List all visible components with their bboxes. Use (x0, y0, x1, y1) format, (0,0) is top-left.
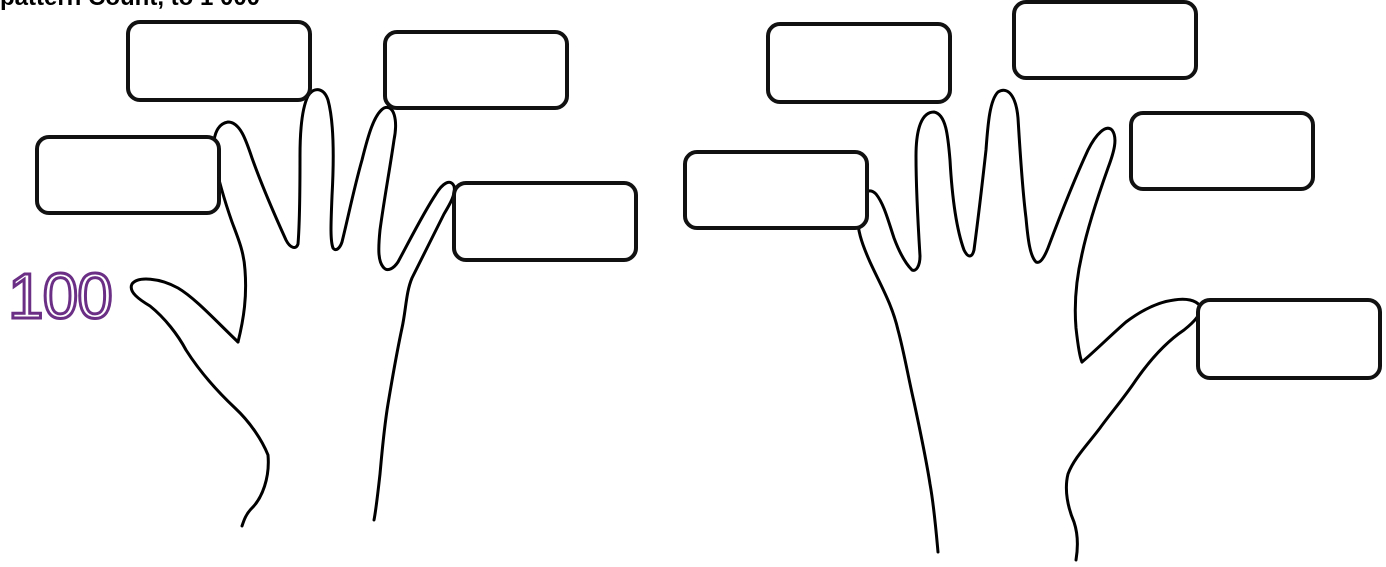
answer-box-right-5[interactable] (1196, 298, 1382, 380)
answer-box-left-2[interactable] (126, 20, 312, 102)
start-value: 100 (8, 264, 112, 328)
answer-box-left-1[interactable] (35, 135, 221, 215)
answer-box-right-4[interactable] (1129, 111, 1315, 191)
answer-box-left-3[interactable] (383, 30, 569, 110)
right-thumb-outline (1066, 299, 1200, 560)
answer-box-right-2[interactable] (766, 22, 952, 104)
left-index-outline (214, 90, 455, 520)
answer-box-right-3[interactable] (1012, 0, 1198, 80)
left-thumb-outline (131, 279, 268, 526)
answer-box-left-4[interactable] (452, 181, 638, 262)
right-fingers-outline (858, 90, 1115, 552)
answer-box-right-1[interactable] (683, 150, 869, 230)
